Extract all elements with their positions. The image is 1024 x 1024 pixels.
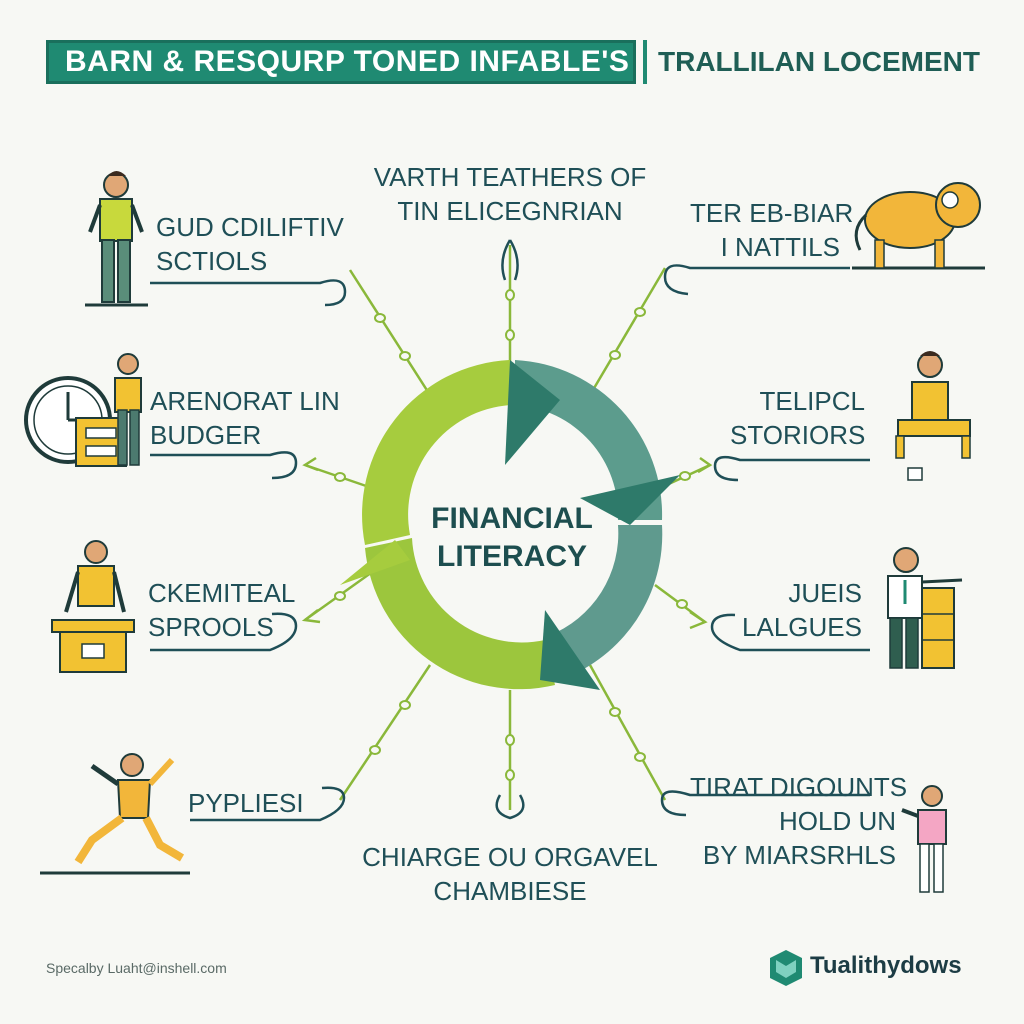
node-bottom: CHIARGE OU ORGAVEL CHAMBIESE [350, 840, 670, 908]
connector-bottom-left [338, 664, 432, 801]
node-bottom-right-line1: TIRAT DIGOUNTS [690, 772, 908, 802]
connector-top-right [588, 267, 667, 396]
office-worker-icon [887, 547, 963, 669]
node-lower-right: JUEIS LALGUES [740, 576, 862, 644]
node-top-line1: VARTH TEATHERS OF [373, 162, 647, 192]
cycle-arrow-right [580, 475, 680, 525]
node-top-left-line2: SCTIOLS [156, 246, 268, 276]
title-banner: BARN & RESQURP TONED INFABLE'S [46, 40, 636, 84]
node-bottom-line2: CHAMBIESE [433, 876, 587, 906]
connector-beads [334, 289, 691, 781]
banner-title: BARN & RESQURP TONED INFABLE'S [65, 45, 630, 78]
center-title: FINANCIAL LITERACY [412, 500, 612, 576]
header-right-title: TRALLILAN LOCEMENT [658, 46, 980, 77]
person-standing-icon [85, 171, 148, 307]
node-lower-left-line2: SPROOLS [148, 612, 274, 642]
node-top-left-line1: GUD CDILIFTIV [156, 212, 344, 242]
clock-desk-icon [24, 353, 142, 467]
node-bottom-right: TIRAT DIGOUNTS HOLD UN BY MIARSRHLS [690, 770, 908, 872]
center-title-line1: FINANCIAL [431, 502, 593, 535]
node-lower-left-line1: CKEMITEAL [148, 578, 296, 608]
footer-brand-name: Tualithydows [810, 952, 962, 979]
node-lower-right-line1: JUEIS [788, 578, 862, 608]
seated-reader-icon [895, 351, 971, 481]
node-top-right-line1: TER EB-BIAR [690, 198, 854, 228]
node-bottom-right-line3: BY MIARSRHLS [702, 840, 896, 870]
footer-credit: Specalby Luaht@inshell.com [46, 960, 227, 976]
connector-arrows [301, 456, 713, 630]
cycle-segment-lime-top [362, 360, 510, 545]
cycle-arrow-left [340, 540, 410, 585]
node-lower-left: CKEMITEAL SPROOLS [148, 576, 295, 644]
node-mid-left: ARENORAT LIN BUDGER [150, 384, 340, 452]
node-top: VARTH TEATHERS OF TIN ELICEGNRIAN [360, 160, 660, 228]
person-pink-icon [901, 785, 947, 893]
node-lower-right-line2: LALGUES [742, 612, 862, 642]
brand-logo-icon [770, 950, 802, 986]
connector-top-left [348, 269, 432, 396]
cycle-segment-lime-bottom [365, 538, 555, 690]
node-mid-right-line1: TELIPCL [759, 386, 866, 416]
connector-bottom-right [588, 664, 667, 801]
node-top-line2: TIN ELICEGNRIAN [397, 196, 623, 226]
center-title-line2: LITERACY [437, 540, 587, 573]
node-top-right-line2: I NATTILS [720, 232, 840, 262]
node-bottom-left-line1: PYPLIESI [188, 788, 304, 818]
node-bottom-line1: CHIARGE OU ORGAVEL [362, 842, 658, 872]
header-divider [643, 40, 647, 84]
node-top-right: TER EB-BIAR I NATTILS [690, 196, 854, 264]
node-mid-right: TELIPCL STORIORS [730, 384, 865, 452]
node-mid-left-line2: BUDGER [150, 420, 262, 450]
node-top-left: GUD CDILIFTIV SCTIOLS [156, 210, 344, 278]
literacy-cycle [340, 360, 680, 690]
node-mid-right-line2: STORIORS [730, 420, 866, 450]
cycle-arrow-top [505, 360, 560, 465]
node-bottom-right-line2: HOLD UN [778, 806, 896, 836]
animal-icon [852, 182, 985, 270]
cashier-counter-icon [51, 540, 135, 673]
node-bottom-left: PYPLIESI [188, 786, 304, 820]
label-hooks [150, 239, 870, 822]
jumping-person-icon [40, 753, 190, 875]
cycle-arrow-bottom [540, 610, 600, 690]
cycle-segment-teal-bottom [548, 525, 663, 680]
node-mid-left-line1: ARENORAT LIN [150, 386, 340, 416]
